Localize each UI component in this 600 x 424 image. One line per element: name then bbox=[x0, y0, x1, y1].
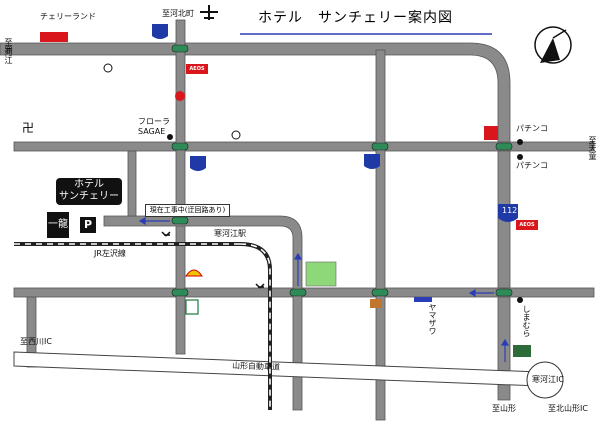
route-shield-icon bbox=[152, 24, 168, 39]
road-vertical-2 bbox=[375, 49, 386, 421]
jr-line-label: JR左沢線 bbox=[94, 249, 126, 258]
yamazawa-logo-icon bbox=[414, 297, 432, 302]
pachinko-label-2: パチンコ bbox=[516, 161, 548, 170]
hotel-name-line2: サンチェリー bbox=[59, 191, 119, 202]
traffic-signal-icon bbox=[371, 142, 389, 151]
to-yamagata-label: 至山形 bbox=[492, 404, 516, 413]
road-vertical-1 bbox=[175, 19, 186, 355]
signal-icon bbox=[231, 130, 241, 140]
route-112-label: 112 bbox=[502, 206, 518, 215]
ichiryu-label: 一龍 bbox=[47, 212, 69, 238]
to-kitayamagata-ic-label: 至北山形IC bbox=[548, 404, 588, 413]
hotel-marker: ホテル サンチェリー bbox=[56, 178, 122, 205]
jr-rail bbox=[14, 242, 272, 410]
cherryland-label: チェリーランド bbox=[40, 12, 96, 21]
temple-icon: 卍 bbox=[22, 121, 34, 135]
brand-sign-east: AEOS bbox=[516, 220, 538, 230]
shell-icon bbox=[185, 269, 203, 277]
road-top-and-east bbox=[0, 42, 511, 401]
cherryland-icon bbox=[40, 32, 68, 42]
landmark-dots bbox=[167, 134, 523, 303]
direction-arrows bbox=[138, 216, 510, 362]
station-label: 寒河江駅 bbox=[214, 229, 246, 238]
to-sagae-label: 至寒 bbox=[4, 38, 13, 54]
parking-icon: P bbox=[80, 217, 96, 233]
pachinko-label-1: パチンコ bbox=[516, 124, 548, 133]
landmark-red-dot bbox=[175, 91, 185, 101]
yamazawa-label: ヤマザワ bbox=[428, 303, 437, 335]
compass-icon bbox=[534, 26, 572, 64]
traffic-signal-icon bbox=[171, 288, 189, 297]
to-kahoku-label: 至河北町 bbox=[162, 9, 194, 18]
traffic-signal-icon bbox=[289, 288, 307, 297]
traffic-signals bbox=[171, 44, 513, 297]
traffic-signal-icon bbox=[371, 288, 389, 297]
park-icon bbox=[305, 261, 337, 287]
route-shield-icon bbox=[190, 156, 206, 171]
traffic-signal-icon bbox=[171, 216, 189, 225]
road-hotel-link bbox=[127, 150, 137, 217]
interchange-circle bbox=[526, 361, 564, 399]
traffic-signal-icon bbox=[171, 142, 189, 151]
shimamura-label: しまむら bbox=[522, 305, 531, 337]
expressway-sign-icon bbox=[513, 345, 531, 357]
construction-notice: 現在工事中(迂回路あり) bbox=[145, 204, 230, 217]
traffic-signal-icon bbox=[171, 44, 189, 53]
road-station bbox=[103, 215, 303, 411]
pachinko-sign-icon bbox=[484, 126, 498, 140]
restaurant-icon bbox=[370, 299, 382, 308]
to-tendo-label: 至天童 bbox=[588, 136, 597, 160]
road-middle bbox=[13, 141, 595, 152]
route-shield-icon bbox=[364, 154, 380, 169]
post-office-icon bbox=[103, 63, 113, 73]
airplane-icon bbox=[200, 5, 218, 20]
traffic-signal-icon bbox=[495, 142, 513, 151]
to-nishikawa-ic-label: 至西川IC bbox=[20, 337, 52, 346]
hotel-name-line1: ホテル bbox=[74, 179, 104, 190]
traffic-signal-icon bbox=[495, 288, 513, 297]
to-sagae-label-2: 河江 bbox=[4, 48, 13, 64]
floral-label: フローラ bbox=[138, 117, 170, 126]
expressway-label: 山形自動車道 bbox=[231, 361, 281, 372]
brand-sign: AEOS bbox=[186, 64, 208, 74]
railway-crossing-icon bbox=[161, 231, 171, 237]
sagae-label: SAGAE bbox=[138, 127, 166, 136]
sagae-ic-label: 寒河江IC bbox=[532, 375, 564, 384]
page-title: ホテル サンチェリー案内図 bbox=[258, 10, 453, 26]
route-shields bbox=[152, 24, 380, 171]
route-112-shield bbox=[498, 204, 518, 222]
seven-eleven-icon bbox=[185, 299, 199, 315]
railway-crossing-icon bbox=[255, 283, 265, 289]
